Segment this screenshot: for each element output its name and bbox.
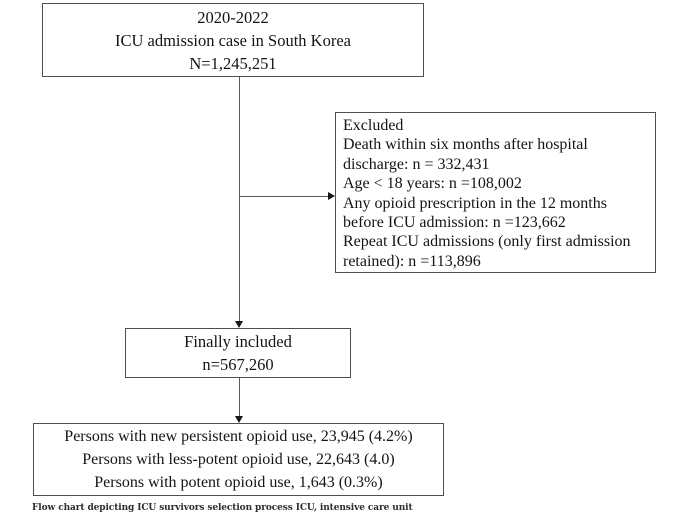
connector-branch-to-excluded (239, 196, 329, 197)
excluded-item-prior-opioid: Any opioid prescription in the 12 months… (343, 194, 607, 232)
initial-box-line-count: N=1,245,251 (189, 53, 277, 73)
excluded-box-title: Excluded (343, 117, 404, 134)
finally-included-box: Finally included n=567,260 (125, 328, 351, 378)
initial-population-box: 2020-2022 ICU admission case in South Ko… (42, 3, 424, 77)
included-box-line-count: n=567,260 (202, 355, 274, 374)
outcome-line-potent: Persons with potent opioid use, 1,643 (0… (94, 474, 383, 491)
excluded-item-repeat-admission: Repeat ICU admissions (only first admiss… (343, 233, 631, 270)
initial-box-line-description: ICU admission case in South Korea (114, 30, 351, 50)
down-arrowhead-icon (235, 416, 243, 423)
connector-included-to-outcome (239, 378, 240, 417)
right-arrowhead-icon (328, 191, 335, 200)
outcome-line-new-persistent: Persons with new persistent opioid use, … (64, 428, 413, 445)
down-arrowhead-icon (235, 321, 243, 328)
outcome-line-less-potent: Persons with less-potent opioid use, 22,… (82, 451, 395, 468)
connector-initial-to-included (239, 77, 240, 322)
outcome-box: Persons with new persistent opioid use, … (33, 423, 444, 496)
excluded-box: Excluded Death within six months after h… (335, 112, 656, 273)
excluded-item-death: Death within six months after hospital d… (343, 136, 588, 173)
initial-box-line-years: 2020-2022 (197, 7, 269, 27)
included-box-line-title: Finally included (184, 332, 292, 351)
excluded-item-age: Age < 18 years: n =108,002 (343, 175, 522, 193)
figure-caption: Flow chart depicting ICU survivors selec… (32, 503, 413, 513)
